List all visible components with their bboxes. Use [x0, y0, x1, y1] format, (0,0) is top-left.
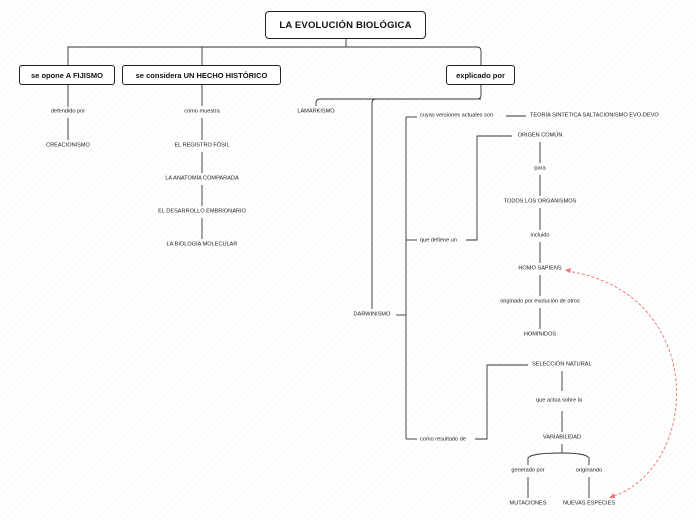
- link-defendido[interactable]: defendido por: [50, 108, 86, 115]
- node-lamarckismo[interactable]: LAMARKISMO: [297, 108, 335, 115]
- node-seleccion-natural[interactable]: SELECCIÓN NATURAL: [532, 361, 592, 368]
- link-generado[interactable]: generado por: [511, 467, 545, 474]
- arrow-head-bottom: [609, 493, 615, 498]
- branch-hecho-historico[interactable]: se considera UN HECHO HISTÓRICO: [122, 65, 281, 85]
- node-creacionismo[interactable]: CREACIONISMO: [46, 142, 90, 149]
- node-hominidos[interactable]: HOMINIDOS: [523, 331, 557, 338]
- root-title[interactable]: LA EVOLUCIÓN BIOLÓGICA: [265, 11, 426, 39]
- node-todos-organismos[interactable]: TODOS LOS ORGANISMOS: [503, 198, 577, 205]
- node-anatomia[interactable]: LA ANATOMÍA COMPARADA: [165, 175, 239, 182]
- link-originado[interactable]: originado por evolución de otros: [500, 298, 580, 305]
- node-homo-sapiens[interactable]: HOMO SAPIENS: [518, 265, 562, 272]
- node-biologia[interactable]: LA BIOLOGÍA MOLECULAR: [166, 241, 238, 248]
- link-defiende[interactable]: que defiene un: [420, 237, 458, 244]
- link-actua-sobre[interactable]: que actua sobre la: [536, 397, 583, 404]
- link-versiones[interactable]: cuyas versiones actuales son: [420, 112, 494, 119]
- link-incluido[interactable]: incluido: [530, 232, 550, 239]
- node-nuevas-especies[interactable]: NUEVAS ESPECIES: [562, 500, 616, 507]
- node-darwinismo[interactable]: DARWINISMO: [353, 311, 391, 318]
- link-resultado[interactable]: como resultado de: [420, 436, 467, 443]
- node-mutaciones[interactable]: MUTACIONES: [509, 500, 547, 507]
- link-como-muestra[interactable]: como muestra: [184, 108, 220, 115]
- node-desarrollo[interactable]: EL DESARROLLO EMBRIONARIO: [158, 208, 246, 215]
- branch-fijismo[interactable]: se opone A FIJISMO: [19, 65, 115, 85]
- link-originando[interactable]: originando: [575, 467, 603, 474]
- node-variabilidad[interactable]: VARIABILIDAD: [542, 434, 582, 441]
- link-para[interactable]: para: [534, 165, 546, 172]
- node-registro-fosil[interactable]: EL REGISTRO FÓSIL: [174, 142, 230, 149]
- arrow-head-top: [565, 268, 571, 273]
- branch-explicado[interactable]: explicado por: [446, 65, 515, 85]
- node-origen-comun[interactable]: ORIGEN COMÚN: [517, 132, 563, 139]
- relation-arrow: [566, 270, 677, 498]
- node-teorias[interactable]: TEORÍA SINTÉTICA SALTACIONISMO EVO-DEVO: [530, 112, 659, 119]
- tree-connectors: [67, 39, 590, 498]
